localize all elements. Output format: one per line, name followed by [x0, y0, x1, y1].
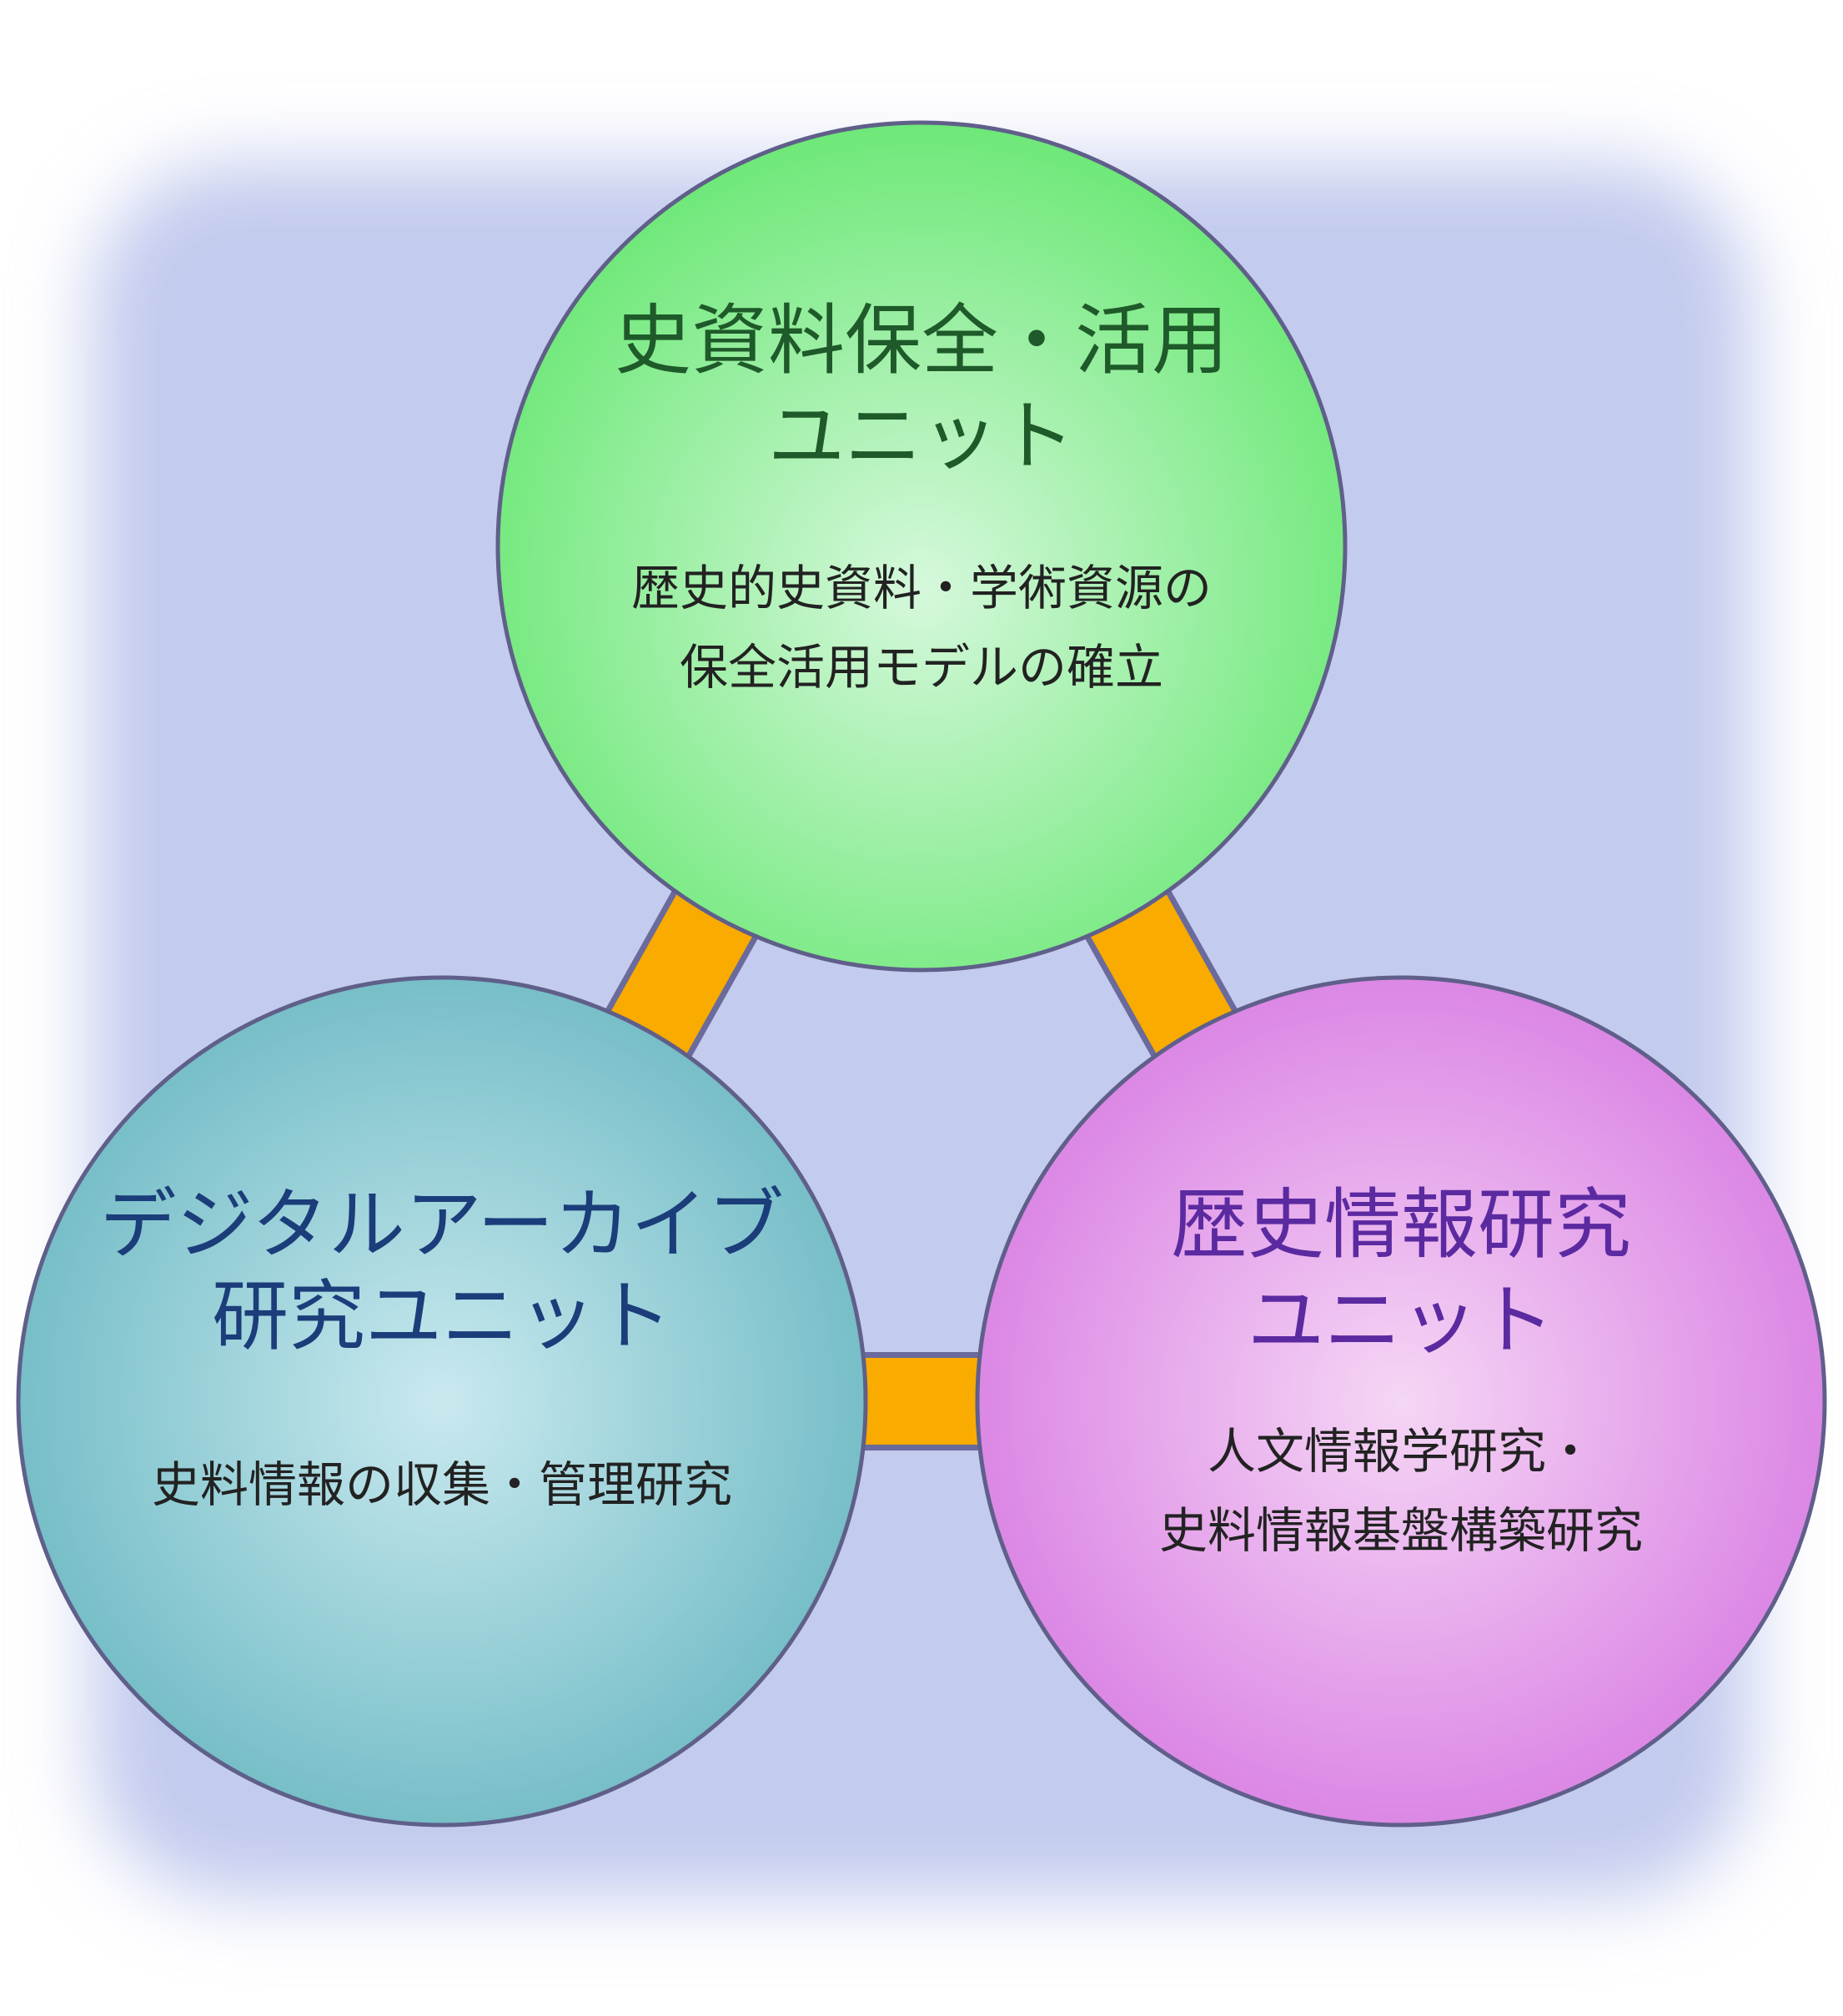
unit-title-historical-informatics-line-2: ユニット [1248, 1276, 1554, 1365]
unit-title-historical-informatics-line-1: 歴史情報研究 [1171, 1180, 1631, 1269]
unit-title-preservation-line-1: 史資料保全・活用 [615, 296, 1228, 385]
unit-circle-digital-archive [16, 975, 868, 1827]
unit-description-historical-informatics-line-2: 史料情報基盤構築研究 [1159, 1502, 1643, 1559]
unit-circles [16, 120, 1827, 1827]
unit-title-digital-archive-line-2: 研究ユニット [212, 1272, 672, 1361]
unit-description-preservation-line-1: 歴史的史資料・学術資源の [631, 560, 1212, 616]
unit-title-digital-archive-line-1: デジタルアーカイブ [100, 1180, 785, 1269]
unit-circle-preservation [495, 120, 1348, 973]
unit-circle-historical-informatics [975, 975, 1827, 1827]
unit-description-historical-informatics-line-1: 人文情報学研究・ [1208, 1423, 1594, 1480]
unit-labels: 史資料保全・活用ユニット歴史的史資料・学術資源の保全活用モデルの確立デジタルアー… [100, 296, 1643, 1559]
unit-description-preservation-line-2: 保全活用モデルの確立 [680, 639, 1163, 696]
unit-title-preservation-line-2: ユニット [768, 392, 1075, 481]
unit-description-digital-archive-line-1: 史料情報の収集・管理研究 [152, 1456, 732, 1513]
